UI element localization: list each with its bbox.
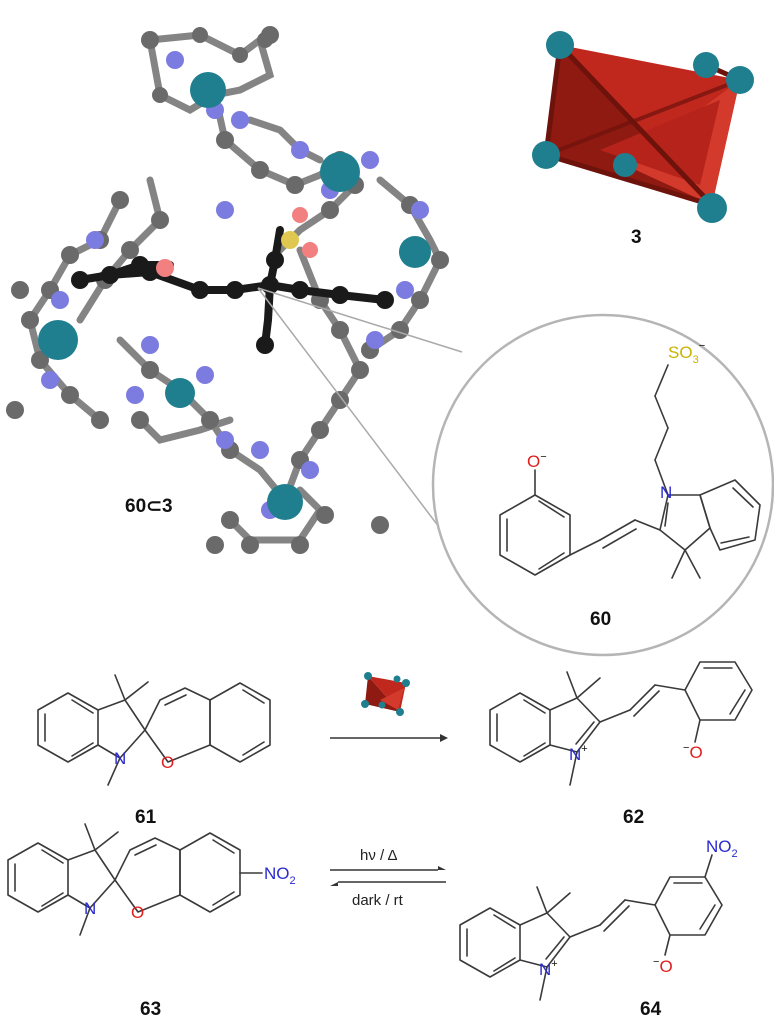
sulfonate-label: SO3− bbox=[668, 340, 705, 366]
reaction-arrow-61-62 bbox=[330, 734, 448, 742]
label-complex: 60⊂3 bbox=[125, 496, 173, 517]
molecule-63 bbox=[7, 823, 263, 936]
label-guest: 60 bbox=[590, 609, 611, 630]
tetrahedron-cage-3 bbox=[532, 31, 754, 223]
condition-forward: hν / Δ bbox=[360, 847, 398, 864]
m64-nitro-label: NO2 bbox=[706, 837, 738, 860]
label-cage: 3 bbox=[631, 227, 642, 248]
m64-nitrogen-label: N+ bbox=[539, 958, 558, 979]
m62-oxygen-label: −O bbox=[683, 742, 703, 762]
label-61: 61 bbox=[135, 807, 157, 828]
molecule-62 bbox=[489, 661, 753, 786]
condition-reverse: dark / rt bbox=[352, 892, 404, 909]
m62-nitrogen-label: N+ bbox=[569, 743, 588, 764]
m63-nitro-label: NO2 bbox=[264, 864, 296, 887]
m61-nitrogen-label: N bbox=[114, 749, 126, 768]
molecule-61 bbox=[37, 674, 271, 786]
label-64: 64 bbox=[640, 999, 662, 1020]
zoom-circle bbox=[431, 313, 774, 657]
indole-nitrogen-label: N bbox=[660, 483, 672, 502]
catalyst-tetrahedron-icon bbox=[361, 672, 410, 716]
m63-oxygen-label: O bbox=[131, 903, 144, 922]
m64-oxygen-label: −O bbox=[653, 956, 673, 976]
label-62: 62 bbox=[623, 807, 644, 828]
molecule-60 bbox=[499, 364, 761, 579]
phenoxide-oxygen-label: O− bbox=[527, 451, 547, 471]
m61-oxygen-label: O bbox=[161, 753, 174, 772]
molecule-64 bbox=[459, 854, 723, 1001]
cage-crystal-structure bbox=[6, 26, 449, 554]
equilibrium-arrows bbox=[330, 866, 446, 886]
m63-nitrogen-label: N bbox=[84, 899, 96, 918]
label-63: 63 bbox=[140, 999, 161, 1020]
